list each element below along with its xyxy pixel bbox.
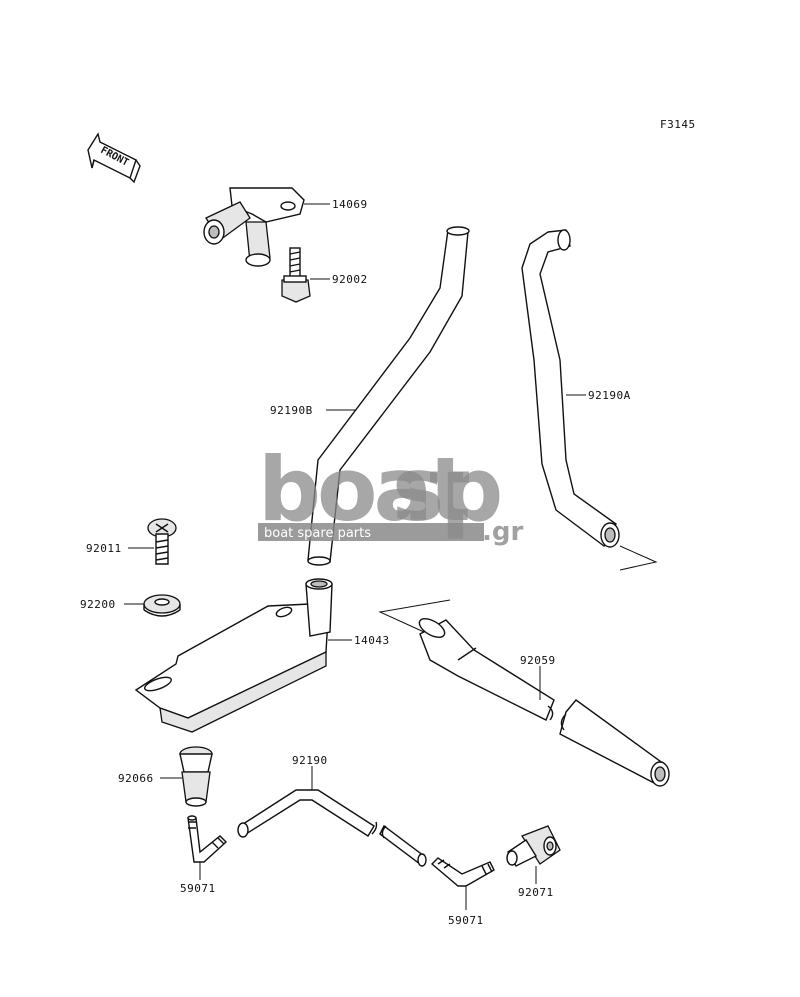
part-number-92190A: 92190A bbox=[588, 389, 631, 402]
part-92071-fitting[interactable] bbox=[506, 825, 561, 867]
part-14069-fitting[interactable] bbox=[203, 187, 305, 267]
part-number-92059: 92059 bbox=[520, 654, 556, 667]
part-number-14043: 14043 bbox=[354, 634, 390, 647]
part-number-92071: 92071 bbox=[518, 886, 554, 899]
front-arrow-icon: FRONT bbox=[87, 132, 141, 184]
watermark-suffix: .gr bbox=[482, 517, 523, 547]
part-number-92190B: 92190B bbox=[270, 404, 313, 417]
part-92190A-hose[interactable] bbox=[521, 229, 620, 548]
part-number-92002: 92002 bbox=[332, 273, 368, 286]
part-number-92066: 92066 bbox=[118, 772, 154, 785]
part-92190-tube[interactable] bbox=[237, 789, 427, 867]
part-number-59071-left: 59071 bbox=[180, 882, 216, 895]
part-number-92011: 92011 bbox=[86, 542, 122, 555]
part-number-92200: 92200 bbox=[80, 598, 116, 611]
watermark-logo: boat sp .gr boat spare parts bbox=[258, 438, 523, 547]
part-92011-screw[interactable] bbox=[147, 518, 177, 565]
part-number-14069: 14069 bbox=[332, 198, 368, 211]
part-92200-washer[interactable] bbox=[143, 594, 181, 617]
part-92059-tube[interactable] bbox=[378, 599, 670, 787]
part-92066-grommet[interactable] bbox=[179, 746, 213, 807]
watermark-tagline: boat spare parts bbox=[264, 526, 371, 541]
part-59071-right-elbow[interactable] bbox=[430, 857, 495, 887]
diagram-code: F3145 bbox=[660, 118, 696, 131]
part-number-59071-right: 59071 bbox=[448, 914, 484, 927]
part-92190B-hose[interactable] bbox=[307, 226, 470, 566]
part-59071-left-elbow[interactable] bbox=[187, 815, 228, 863]
part-92002-bolt[interactable] bbox=[281, 247, 311, 303]
part-14043-plate[interactable] bbox=[134, 578, 333, 733]
part-number-92190: 92190 bbox=[292, 754, 328, 767]
